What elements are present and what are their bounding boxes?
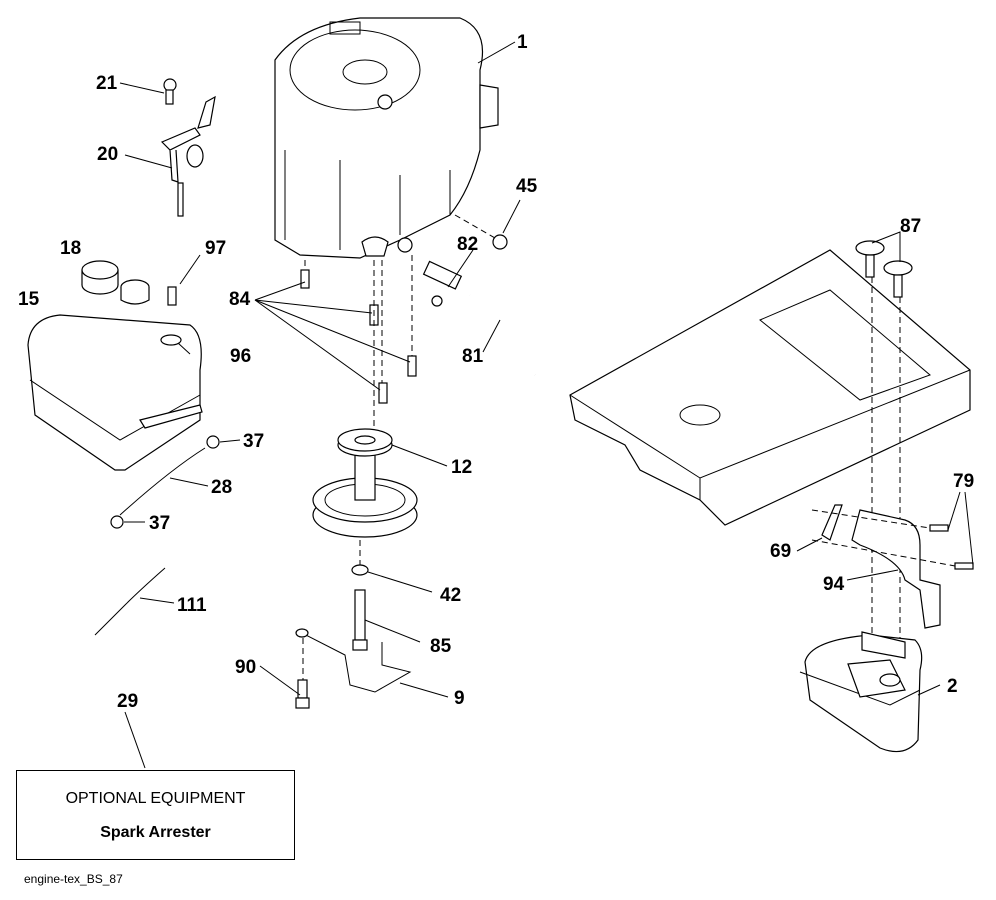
callout-2: 2 [947, 676, 958, 697]
gasket-69-part [821, 504, 843, 541]
callout-79: 79 [953, 471, 974, 492]
callout-90: 90 [235, 657, 256, 678]
callout-37-top: 37 [243, 431, 264, 452]
clamp-37-part [110, 515, 124, 529]
bolt-97-part [167, 286, 177, 306]
bolts-84-part [300, 269, 417, 404]
footer-code: engine-tex_BS_87 [24, 872, 123, 886]
callout-29: 29 [117, 691, 138, 712]
callout-15: 15 [18, 289, 40, 310]
bracket-9-part [299, 631, 412, 693]
chassis-frame-part [569, 249, 971, 526]
callout-94: 94 [823, 574, 845, 595]
callout-42: 42 [440, 585, 461, 606]
leader-lines [119, 41, 974, 769]
callout-85: 85 [430, 636, 452, 657]
callout-37-bottom: 37 [149, 513, 170, 534]
nut-45-part [492, 234, 508, 250]
callout-9: 9 [454, 688, 465, 709]
callout-18: 18 [60, 238, 81, 259]
callout-69: 69 [770, 541, 791, 562]
optional-equipment-title: OPTIONAL EQUIPMENT [65, 790, 246, 807]
engine-part [274, 17, 499, 259]
callout-12: 12 [451, 457, 472, 478]
throttle-control-part [160, 78, 216, 217]
optional-equipment-box: OPTIONAL EQUIPMENT Spark Arrester [16, 770, 295, 860]
bolt-85-part [354, 589, 366, 641]
fuel-line-part [119, 447, 206, 516]
pulley-part [312, 428, 418, 538]
washer-42-part [351, 564, 369, 576]
fuel-tank-part [27, 279, 203, 471]
callout-28: 28 [211, 477, 232, 498]
callout-87: 87 [900, 216, 921, 237]
fuel-cap-part [81, 260, 119, 295]
callout-97: 97 [205, 238, 226, 259]
callout-1: 1 [517, 32, 528, 53]
hose-111-part [94, 567, 166, 636]
clamp-37-part [206, 435, 220, 449]
callout-82: 82 [457, 234, 478, 255]
callout-84: 84 [229, 289, 251, 310]
callout-20: 20 [97, 144, 118, 165]
washer-96-part [160, 334, 182, 346]
bolt-79-part [954, 562, 974, 570]
muffler-part [799, 631, 923, 753]
fitting-82-part [422, 260, 463, 307]
callout-96: 96 [230, 346, 251, 367]
bolt-90-part [297, 679, 308, 699]
knobs-87-part [855, 240, 913, 298]
bolt-79-part [929, 524, 949, 532]
callout-45: 45 [516, 176, 538, 197]
callout-111: 111 [177, 595, 207, 616]
callout-21: 21 [96, 73, 118, 94]
optional-equipment-item: Spark Arrester [100, 824, 211, 841]
exhaust-pipe-94-part [851, 509, 941, 629]
callout-81: 81 [462, 346, 484, 367]
